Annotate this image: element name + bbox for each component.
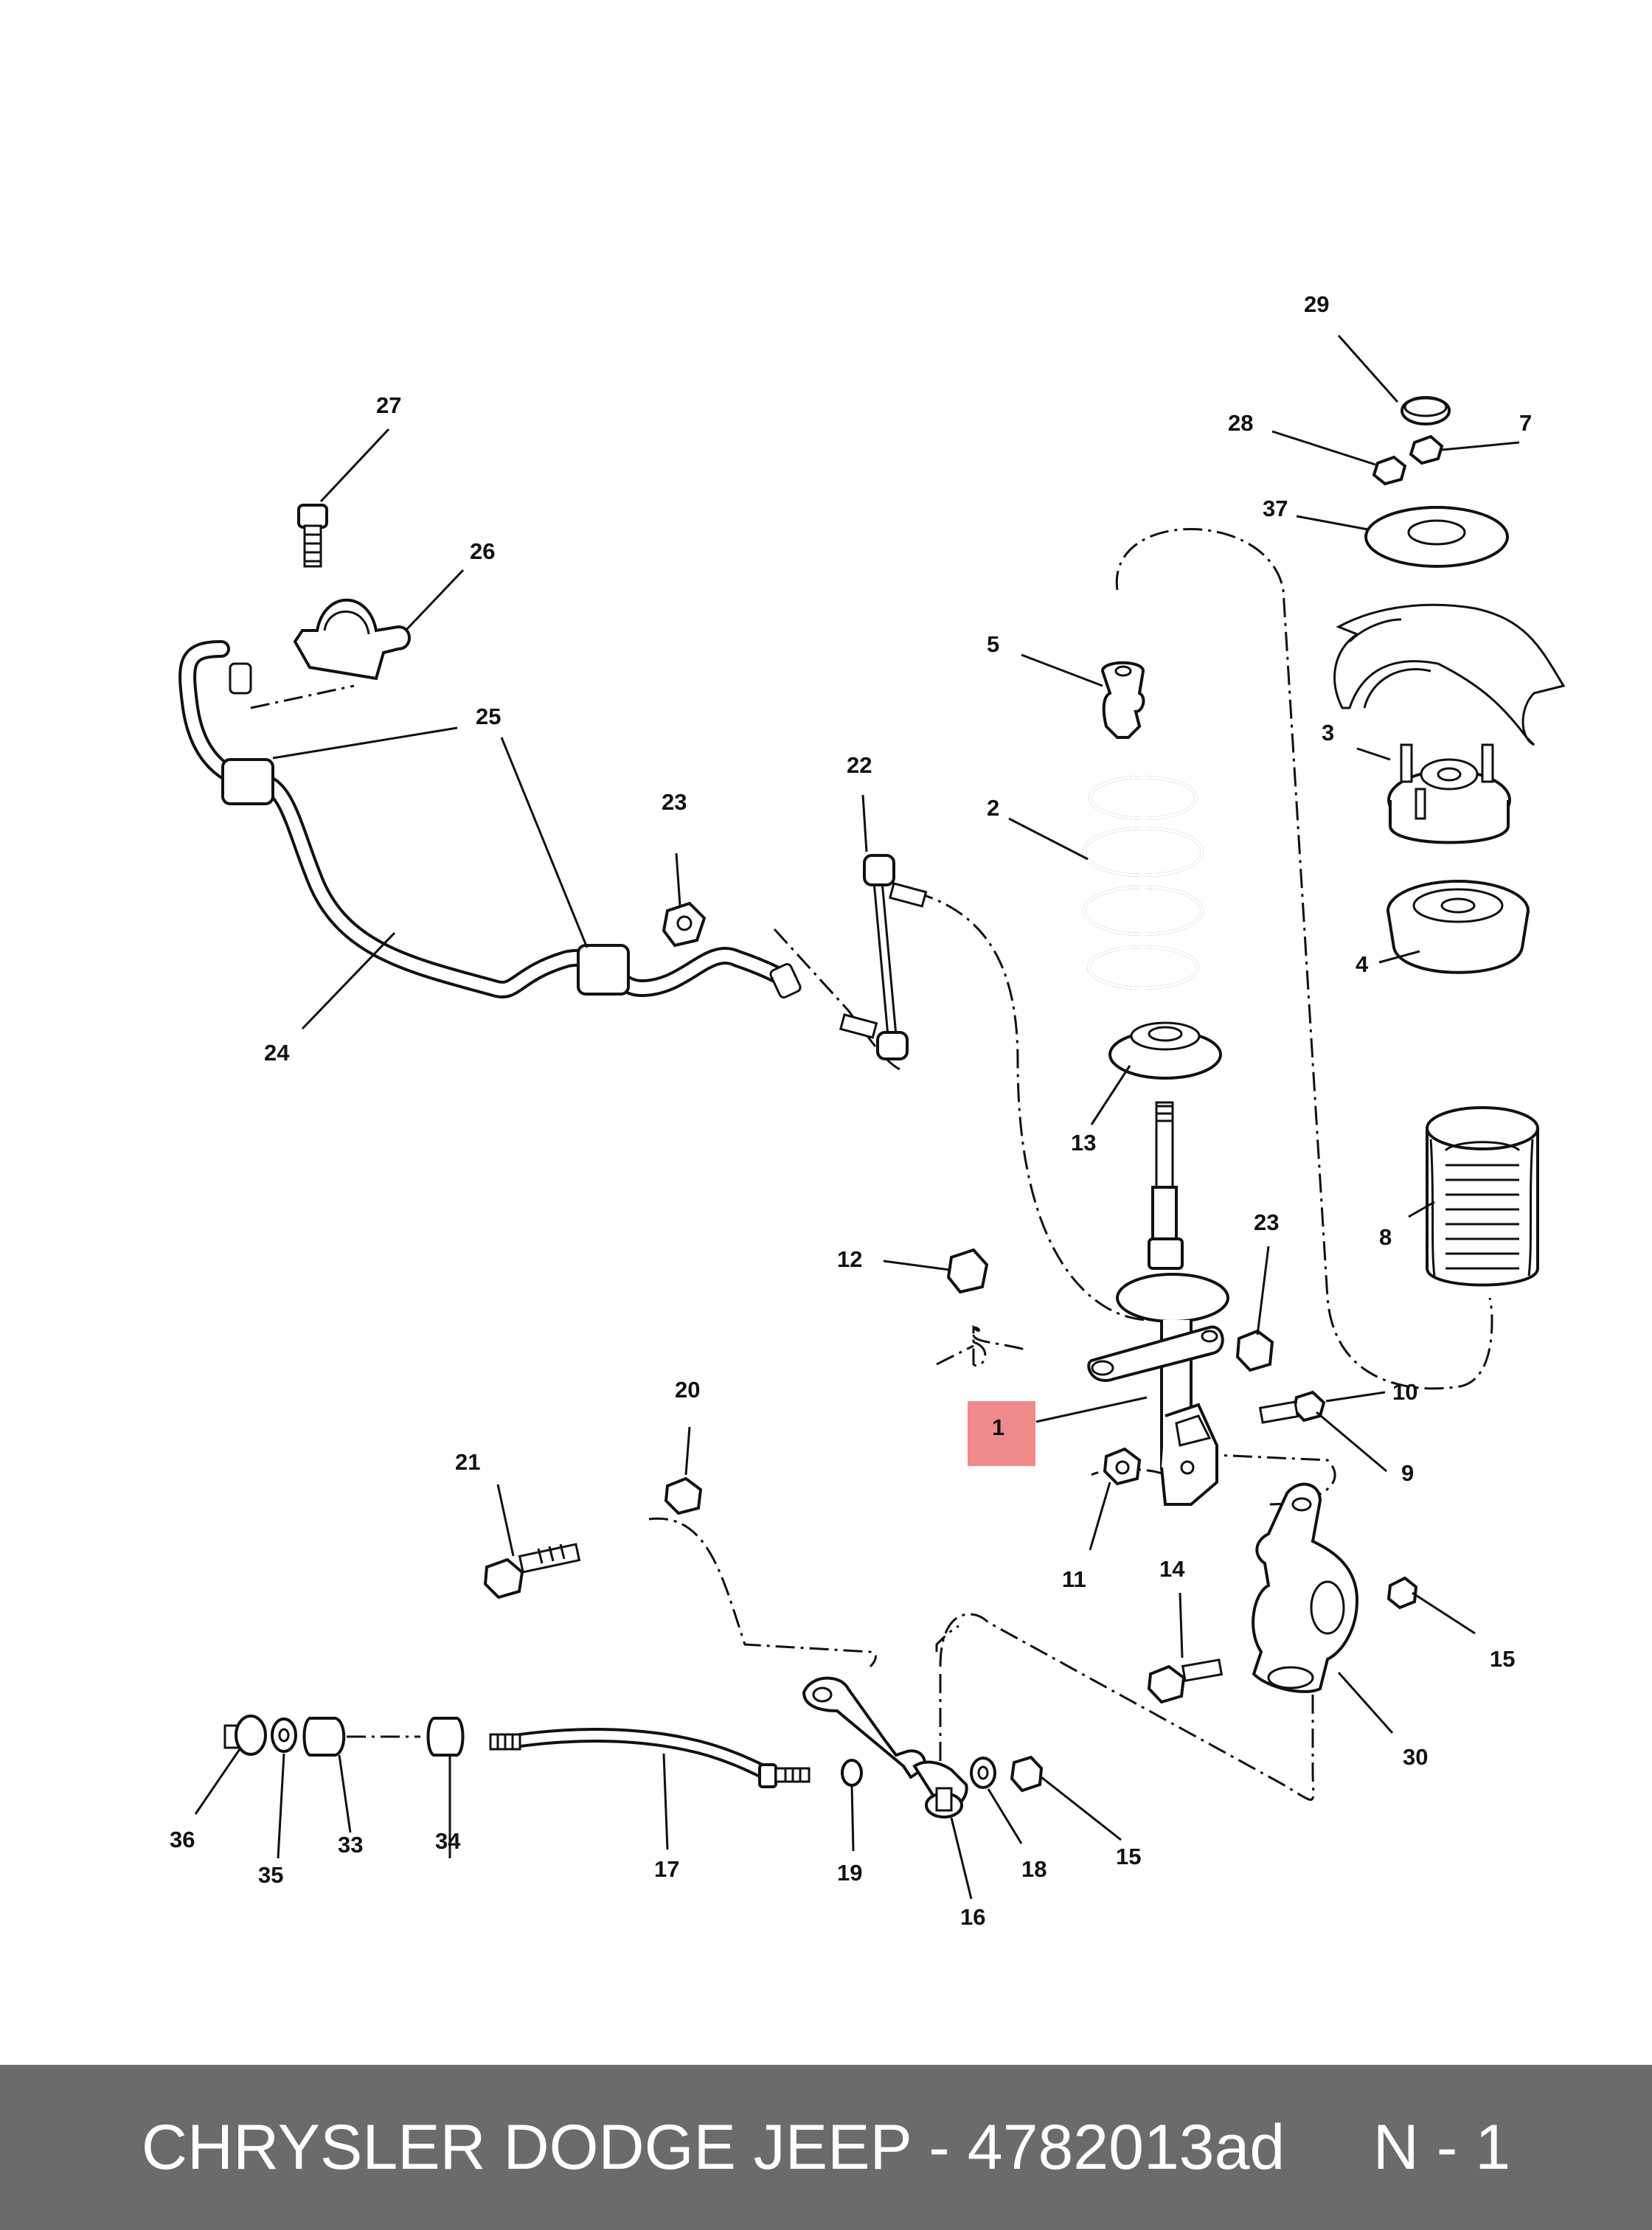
suspension-exploded-diagram: 1 29 7 28 37 5 3 2 4 13 8 23 12 10 9 11 … xyxy=(170,291,1566,1930)
footer-bar: CHRYSLER DODGE JEEP - 4782013ad N - 1 xyxy=(0,2065,1652,2230)
nut-11 xyxy=(1103,1447,1142,1486)
footer-part-number: 4782013ad xyxy=(967,2112,1285,2183)
callout-19: 19 xyxy=(837,1860,862,1886)
callout-16: 16 xyxy=(960,1904,985,1930)
callout-29: 29 xyxy=(1304,291,1329,317)
jounce-bumper-5 xyxy=(1100,661,1145,739)
ball-joint-16 xyxy=(925,1787,963,1819)
cap-29 xyxy=(1401,396,1451,425)
nut-7 xyxy=(1409,434,1444,465)
callout-34: 34 xyxy=(435,1828,461,1854)
callout-5: 5 xyxy=(987,631,999,657)
callout-15b: 15 xyxy=(1116,1844,1141,1869)
callout-28: 28 xyxy=(1228,410,1253,436)
callout-33: 33 xyxy=(338,1832,363,1858)
callout-21: 21 xyxy=(455,1449,480,1475)
washers-18-15 xyxy=(970,1755,1044,1793)
callout-labels: 1 29 7 28 37 5 3 2 4 13 8 23 12 10 9 11 … xyxy=(170,291,1532,1930)
callout-15a: 15 xyxy=(1490,1646,1515,1672)
callout-23a: 23 xyxy=(662,789,687,815)
callout-30: 30 xyxy=(1403,1744,1428,1770)
bumper-boot-8 xyxy=(1426,1106,1539,1287)
upper-mount-3 xyxy=(1387,743,1511,844)
sway-bar xyxy=(178,640,802,998)
callout-8: 8 xyxy=(1379,1224,1392,1250)
callout-24: 24 xyxy=(264,1040,290,1066)
callout-1: 1 xyxy=(992,1414,1004,1440)
nut-12 xyxy=(946,1248,989,1294)
callout-14: 14 xyxy=(1159,1556,1185,1582)
callout-9: 9 xyxy=(1401,1460,1414,1486)
nut-23-top xyxy=(662,901,707,948)
sway-bar-bushing-left xyxy=(221,758,274,805)
bushing-clamp-26 xyxy=(293,598,411,681)
callout-36: 36 xyxy=(170,1827,195,1852)
callout-35: 35 xyxy=(258,1862,283,1888)
bolt-14 xyxy=(1147,1658,1224,1704)
washer-19 xyxy=(841,1759,863,1787)
callout-20: 20 xyxy=(675,1377,700,1403)
strut-assembly xyxy=(1087,1101,1229,1506)
callout-23b: 23 xyxy=(1254,1209,1279,1235)
nut-20 xyxy=(664,1476,703,1515)
callout-22: 22 xyxy=(847,752,872,778)
callout-37: 37 xyxy=(1263,496,1288,521)
footer-separator: - xyxy=(929,2112,950,2183)
highlight-box-part-1 xyxy=(968,1401,1035,1466)
shield-bracket xyxy=(1333,603,1566,746)
steering-knuckle-30 xyxy=(1252,1482,1359,1693)
sway-bar-bushing-right xyxy=(577,944,630,996)
callout-7: 7 xyxy=(1519,410,1532,436)
callout-27: 27 xyxy=(376,392,401,418)
callout-26: 26 xyxy=(470,538,495,564)
footer-page: N - 1 xyxy=(1372,2112,1511,2183)
callout-12: 12 xyxy=(837,1246,862,1272)
strut-rod-17 xyxy=(489,1728,811,1788)
callout-4: 4 xyxy=(1356,951,1369,977)
footer-caption: CHRYSLER DODGE JEEP - 4782013ad N - 1 xyxy=(0,2065,1652,2230)
bolt-27 xyxy=(297,504,328,568)
bolt-21 xyxy=(483,1543,581,1599)
bushings-36-35-33-34 xyxy=(223,1715,465,1757)
isolator-13 xyxy=(1108,1021,1222,1080)
footer-brand: CHRYSLER DODGE JEEP xyxy=(141,2112,912,2183)
callout-13: 13 xyxy=(1071,1130,1096,1156)
coil-spring-2 xyxy=(1083,776,1204,990)
callout-17: 17 xyxy=(654,1856,679,1882)
nut-15-top xyxy=(1386,1576,1418,1610)
callout-11: 11 xyxy=(1062,1566,1086,1592)
callout-3: 3 xyxy=(1322,720,1334,746)
plate-37 xyxy=(1364,506,1509,568)
nut-28 xyxy=(1372,455,1407,486)
leader-lines xyxy=(194,335,1520,1900)
callout-25: 25 xyxy=(476,704,501,729)
bolt-10-9 xyxy=(1258,1390,1326,1424)
nut-23-lower xyxy=(1235,1329,1274,1372)
callout-10: 10 xyxy=(1392,1379,1417,1405)
callout-2: 2 xyxy=(987,795,999,821)
callout-18: 18 xyxy=(1021,1856,1047,1882)
bearing-4 xyxy=(1386,880,1530,974)
stabilizer-link-22 xyxy=(839,854,928,1060)
